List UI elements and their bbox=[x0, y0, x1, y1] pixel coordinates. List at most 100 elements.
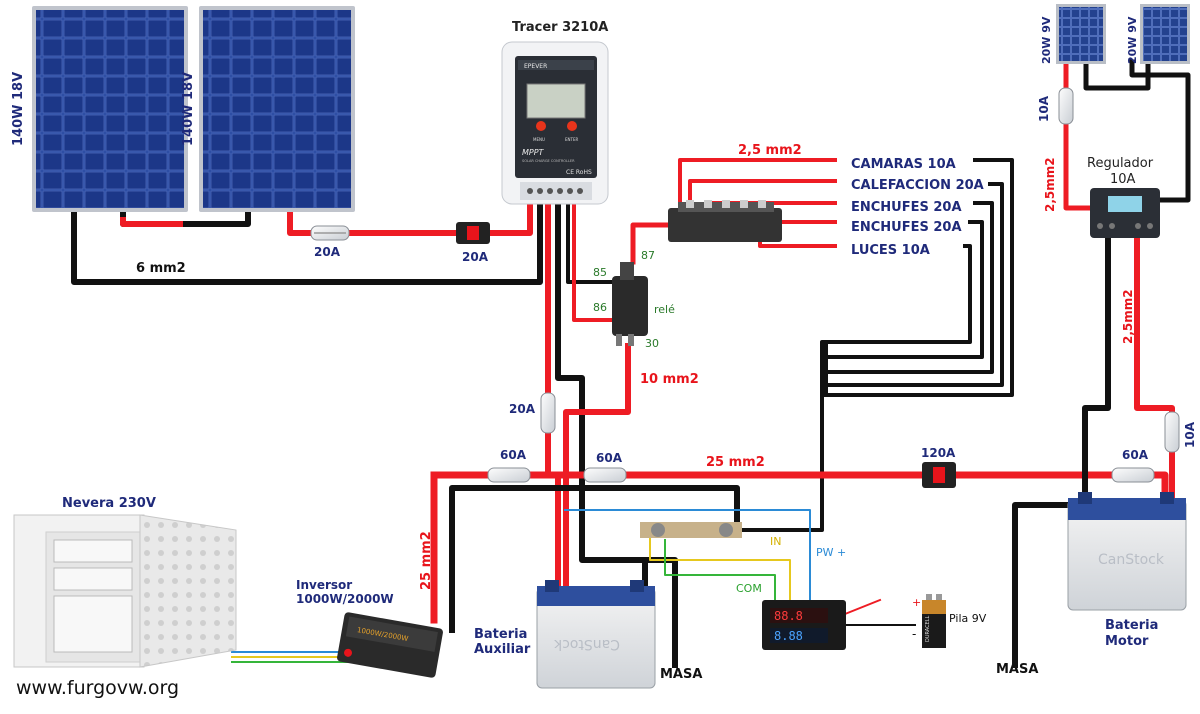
wire-relay-30 bbox=[563, 343, 631, 603]
distribution-cable-label: 2,5 mm2 bbox=[738, 143, 802, 158]
regulator-label-2: 10A bbox=[1110, 172, 1136, 187]
solar-panel-small-left bbox=[1056, 4, 1106, 64]
fuse-small-right-label: 10A bbox=[1183, 421, 1197, 448]
battery-9v: DURACELL bbox=[922, 594, 946, 648]
labels: 140W 18V 140W 18V 20W 9V 20W 9V 6 mm2 20… bbox=[11, 16, 1197, 699]
svg-text:CE RoHS: CE RoHS bbox=[566, 169, 592, 176]
fuse-aux-2 bbox=[583, 467, 627, 483]
watermark: www.furgovw.org bbox=[16, 677, 179, 699]
battery-aux-label-1: Bateria bbox=[474, 627, 527, 642]
meter-pw-label: PW + bbox=[816, 546, 846, 559]
relay bbox=[612, 262, 648, 346]
svg-text:CanStock: CanStock bbox=[553, 636, 620, 652]
circuit-luces: LUCES 10A bbox=[851, 243, 930, 258]
inverter: 1000W/2000W bbox=[337, 612, 443, 678]
relay-pin-86: 86 bbox=[593, 301, 607, 314]
svg-text:SOLAR CHARGE CONTROLLER: SOLAR CHARGE CONTROLLER bbox=[522, 159, 575, 163]
solar-panel-left bbox=[32, 6, 188, 212]
inverter-label-2: 1000W/2000W bbox=[296, 592, 394, 606]
svg-text:DURACELL: DURACELL bbox=[925, 615, 931, 642]
battery-aux: CanStock bbox=[536, 580, 656, 689]
meter-com-label: COM bbox=[736, 582, 762, 595]
svg-text:MENU: MENU bbox=[533, 137, 545, 142]
battery-motor: CanStock bbox=[1067, 492, 1187, 611]
wire-panel-link-red bbox=[120, 217, 183, 227]
wire-out-camaras bbox=[678, 158, 837, 214]
meter-plus-label: + bbox=[912, 596, 921, 609]
fuse-motor bbox=[1111, 467, 1155, 483]
controller-title: Tracer 3210A bbox=[512, 20, 608, 35]
svg-text:88.8: 88.8 bbox=[774, 609, 803, 623]
fuse-box bbox=[668, 200, 782, 242]
inverter-label-1: Inversor bbox=[296, 578, 352, 592]
wire-relay-85 bbox=[566, 201, 617, 284]
relay-pin-85: 85 bbox=[593, 266, 607, 279]
fuse-panel-label: 20A bbox=[314, 245, 341, 259]
wire-panel-negative bbox=[71, 200, 543, 285]
regulator-in-label: 2,5mm2 bbox=[1043, 157, 1057, 212]
controller-menu-button-icon bbox=[536, 121, 546, 131]
svg-text:CanStock: CanStock bbox=[1098, 552, 1165, 568]
voltmeter: 88.8 8.88 bbox=[762, 600, 846, 650]
circuit-calefaccion: CALEFACCION 20A bbox=[851, 178, 984, 193]
fridge-label: Nevera 230V bbox=[62, 496, 156, 511]
solar-panel-right bbox=[199, 6, 355, 212]
battery-aux-label-2: Auxiliar bbox=[474, 642, 531, 657]
svg-text:8.88: 8.88 bbox=[774, 629, 803, 643]
battery-cable-label: 10 mm2 bbox=[640, 372, 699, 387]
fuse-controller bbox=[540, 392, 556, 434]
regulator bbox=[1090, 188, 1160, 238]
wire-relay-87 bbox=[630, 222, 673, 265]
fridge bbox=[13, 514, 237, 668]
wire-inverter-negative bbox=[449, 485, 740, 633]
battery-motor-label-1: Bateria bbox=[1105, 618, 1158, 633]
battery-motor-label-2: Motor bbox=[1105, 634, 1149, 649]
relay-pin-30: 30 bbox=[645, 337, 659, 350]
controller-brand: EPEVER bbox=[524, 63, 547, 70]
panel-cable-label: 6 mm2 bbox=[136, 261, 186, 276]
meter-minus-label: - bbox=[912, 627, 916, 641]
pila-label: Pila 9V bbox=[949, 612, 987, 625]
wire-motor-ground bbox=[1012, 502, 1095, 668]
fuse-panel bbox=[310, 225, 350, 241]
meter-in-label: IN bbox=[770, 535, 781, 548]
fuse-small-top bbox=[1058, 87, 1074, 125]
wire-regulator-negative bbox=[1082, 229, 1111, 503]
controller-enter-button-icon bbox=[567, 121, 577, 131]
wire-regulator-positive bbox=[1134, 237, 1175, 503]
fuse-controller-label: 20A bbox=[509, 402, 536, 416]
regulator-out-label: 2,5mm2 bbox=[1121, 289, 1135, 344]
fuse-aux-1 bbox=[487, 467, 531, 483]
panel-left-label: 140W 18V bbox=[11, 72, 26, 146]
fuse-aux-2-label: 60A bbox=[596, 451, 623, 465]
breaker-panel bbox=[456, 222, 490, 244]
svg-text:MPPT: MPPT bbox=[522, 148, 545, 157]
svg-text:ENTER: ENTER bbox=[565, 137, 578, 142]
fuse-small-right bbox=[1164, 411, 1180, 453]
breaker-main bbox=[922, 462, 956, 488]
wire-controller-negative bbox=[555, 200, 678, 668]
ground-motor-label: MASA bbox=[996, 662, 1038, 677]
inverter-cable-label: 25 mm2 bbox=[419, 531, 434, 590]
charge-controller: EPEVER MENU ENTER MPPT SOLAR CHARGE CONT… bbox=[501, 41, 609, 205]
solar-panel-small-right bbox=[1140, 4, 1190, 64]
circuit-enchufes-1: ENCHUFES 20A bbox=[851, 200, 962, 215]
wire-relay-86 bbox=[572, 201, 617, 322]
fuse-motor-label: 60A bbox=[1122, 448, 1149, 462]
fuse-aux-1-label: 60A bbox=[500, 448, 527, 462]
regulator-label-1: Regulador bbox=[1087, 156, 1154, 171]
ground-aux-label: MASA bbox=[660, 667, 702, 682]
breaker-main-label: 120A bbox=[921, 446, 956, 460]
panel-small-left-label: 20W 9V bbox=[1040, 16, 1053, 64]
relay-pin-87: 87 bbox=[641, 249, 655, 262]
circuit-enchufes-2: ENCHUFES 20A bbox=[851, 220, 962, 235]
circuit-camaras: CAMARAS 10A bbox=[851, 157, 956, 172]
main-cable-label: 25 mm2 bbox=[706, 455, 765, 470]
panel-right-label: 140W 18V bbox=[181, 72, 196, 146]
relay-label: relé bbox=[654, 303, 675, 316]
breaker-panel-label: 20A bbox=[462, 250, 489, 264]
wire-panel-positive bbox=[287, 200, 533, 236]
panel-small-right-label: 20W 9V bbox=[1126, 16, 1139, 64]
fuse-small-top-label: 10A bbox=[1037, 95, 1051, 122]
